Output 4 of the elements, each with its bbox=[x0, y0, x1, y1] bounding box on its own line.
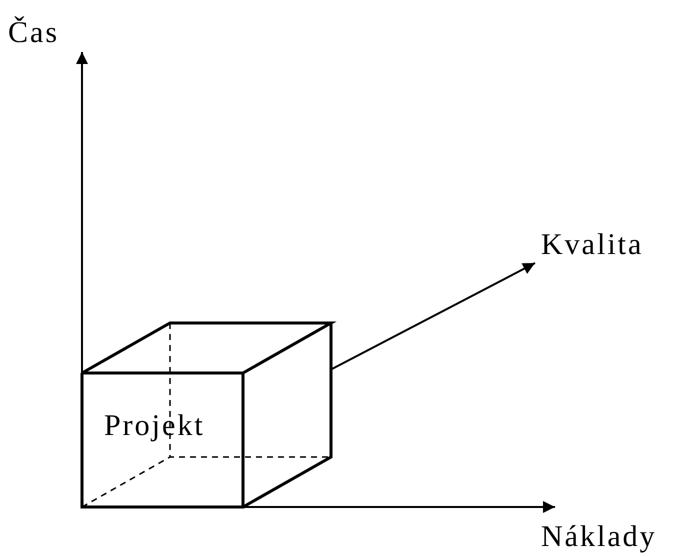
axis-label: Čas bbox=[8, 18, 59, 48]
axis-label: Náklady bbox=[541, 522, 657, 552]
axis-label: Kvalita bbox=[541, 230, 644, 260]
node-label: Projekt bbox=[104, 411, 205, 441]
